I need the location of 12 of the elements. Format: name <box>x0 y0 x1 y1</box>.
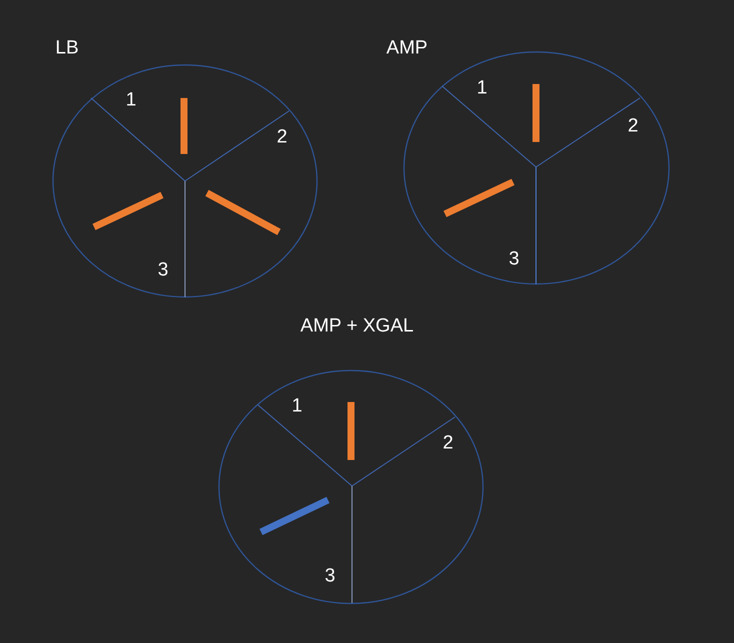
sector-number: 2 <box>442 434 454 452</box>
sector-number: 3 <box>508 250 520 268</box>
sector-number: 1 <box>292 396 302 416</box>
sector-number: 1 <box>126 90 136 110</box>
sector-number: 1 <box>476 78 488 98</box>
plate-label: AMP <box>386 38 428 58</box>
plate-label: AMP + XGAL <box>300 316 414 336</box>
sector-number: 3 <box>158 260 168 280</box>
plate-label: LB <box>55 38 79 58</box>
sector-number: 3 <box>324 566 336 586</box>
sector-number: 2 <box>276 128 288 146</box>
sector-number: 2 <box>628 116 638 136</box>
